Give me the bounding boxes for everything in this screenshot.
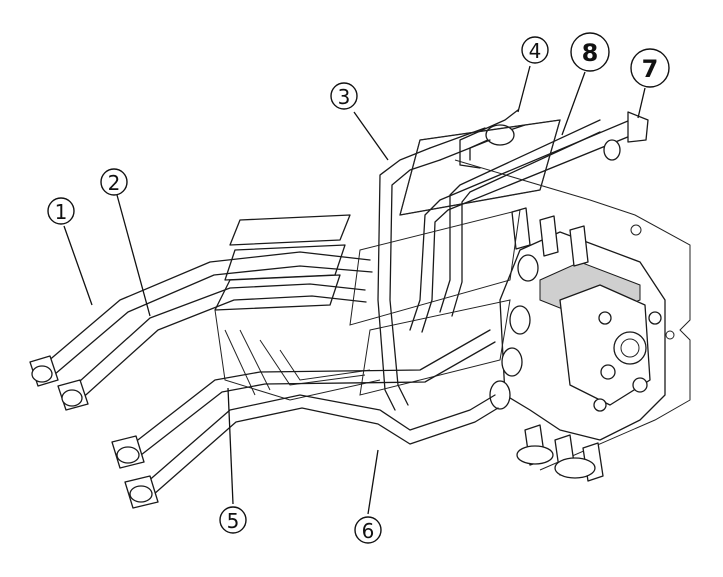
leader-lines xyxy=(63,65,646,515)
callout-5-label: 5 xyxy=(227,509,240,533)
hydraulic-tube-6 xyxy=(124,394,499,509)
callout-1-label: 1 xyxy=(55,200,68,224)
leader-5 xyxy=(227,387,234,505)
hydraulic-tube-2 xyxy=(57,283,367,411)
callout-2-label: 2 xyxy=(108,171,121,195)
callout-8: 8 xyxy=(570,32,610,72)
mounting-plate xyxy=(454,159,691,471)
callout-7: 7 xyxy=(630,48,670,88)
callout-5: 5 xyxy=(219,506,247,534)
callout-8-label: 8 xyxy=(582,39,599,67)
callout-6-label: 6 xyxy=(362,519,375,543)
callout-2: 2 xyxy=(100,168,128,196)
leader-3 xyxy=(353,111,389,161)
hydraulic-tube-4 xyxy=(459,109,526,169)
manifold-plates xyxy=(214,214,381,401)
hydraulic-tube-1 xyxy=(29,251,373,387)
hydraulic-tube-7 xyxy=(409,111,649,333)
leader-7 xyxy=(637,87,646,119)
callout-4-label: 4 xyxy=(529,39,542,63)
hydraulic-tube-8 xyxy=(439,119,601,317)
leader-1 xyxy=(63,225,93,306)
callout-7-label: 7 xyxy=(642,55,659,83)
leader-2 xyxy=(116,194,151,317)
callout-1: 1 xyxy=(47,197,75,225)
leader-4 xyxy=(517,65,531,113)
leader-8 xyxy=(561,71,586,136)
callout-3: 3 xyxy=(330,82,358,110)
callout-4: 4 xyxy=(521,36,549,64)
hydraulic-tube-5 xyxy=(111,329,496,469)
callout-6: 6 xyxy=(354,516,382,544)
control-valve xyxy=(489,207,666,482)
callout-3-label: 3 xyxy=(338,85,351,109)
leader-6 xyxy=(367,449,379,515)
